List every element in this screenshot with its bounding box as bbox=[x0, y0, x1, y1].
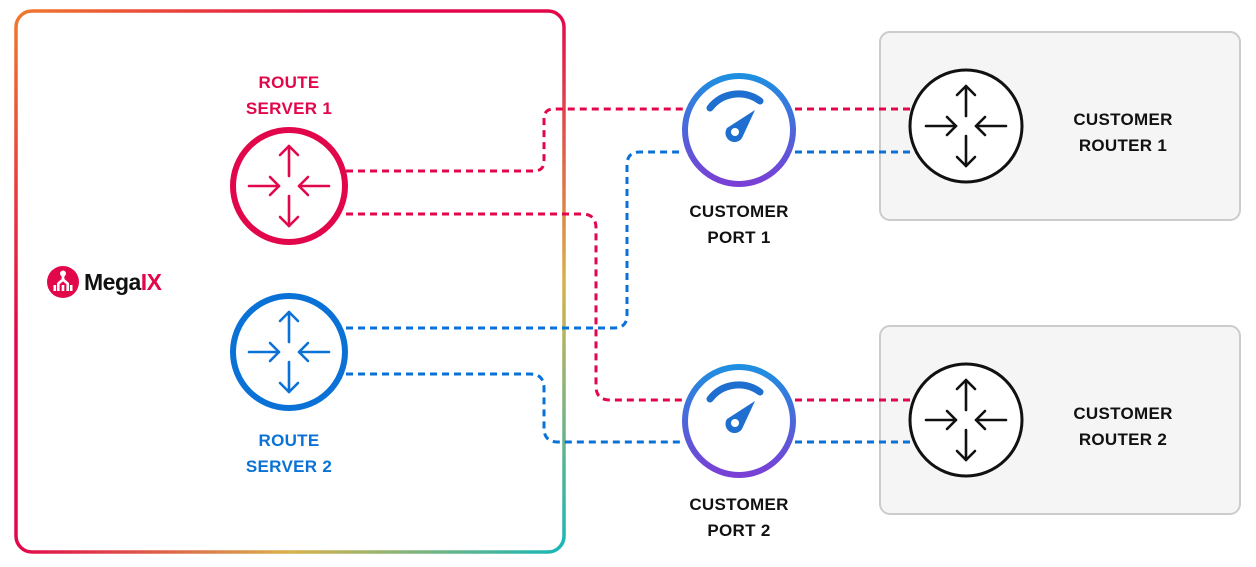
customer-router-2-label-line1: CUSTOMER bbox=[1073, 404, 1173, 423]
megaix-logo-icon bbox=[47, 266, 79, 298]
route-server-1-router-icon bbox=[230, 127, 348, 245]
route-server-1-label-line1: ROUTE bbox=[258, 73, 320, 92]
link-rs2-port1 bbox=[346, 150, 683, 330]
route-server-1-label-line2: SERVER 1 bbox=[245, 99, 333, 118]
customer-port-2-label-line1: CUSTOMER bbox=[689, 495, 789, 514]
link-rs1-port1 bbox=[346, 107, 683, 173]
customer-router-1-router-icon bbox=[908, 68, 1024, 184]
route-server-1-label: ROUTE SERVER 1 bbox=[219, 70, 359, 122]
link-rs2-port2 bbox=[346, 372, 683, 444]
customer-port-1-speedometer-icon bbox=[682, 73, 796, 187]
customer-port-1-label-line2: PORT 1 bbox=[707, 228, 771, 247]
link-rs1-port2 bbox=[346, 212, 683, 402]
megaix-brand: MegaIX bbox=[46, 264, 162, 300]
customer-port-2-label: CUSTOMER PORT 2 bbox=[664, 492, 814, 544]
brand-name-main: Mega bbox=[84, 268, 141, 295]
customer-port-1-label: CUSTOMER PORT 1 bbox=[664, 199, 814, 251]
customer-router-1-label: CUSTOMER ROUTER 1 bbox=[1048, 107, 1198, 159]
route-server-2-label-line2: SERVER 2 bbox=[245, 457, 333, 476]
customer-router-2-router-icon bbox=[908, 362, 1024, 478]
route-server-2-label: ROUTE SERVER 2 bbox=[219, 428, 359, 480]
megaix-wordmark: MegaIX bbox=[84, 269, 162, 296]
route-server-2-router-icon bbox=[230, 293, 348, 411]
brand-name-accent: IX bbox=[140, 268, 162, 295]
customer-port-2-speedometer-icon bbox=[682, 364, 796, 478]
customer-port-2-label-line2: PORT 2 bbox=[707, 521, 771, 540]
customer-router-1-label-line1: CUSTOMER bbox=[1073, 110, 1173, 129]
route-server-2-label-line1: ROUTE bbox=[258, 431, 320, 450]
customer-router-2-label: CUSTOMER ROUTER 2 bbox=[1048, 401, 1198, 453]
customer-router-2-label-line2: ROUTER 2 bbox=[1078, 430, 1168, 449]
customer-router-1-label-line2: ROUTER 1 bbox=[1078, 136, 1168, 155]
megaix-frame bbox=[14, 9, 566, 554]
customer-port-1-label-line1: CUSTOMER bbox=[689, 202, 789, 221]
